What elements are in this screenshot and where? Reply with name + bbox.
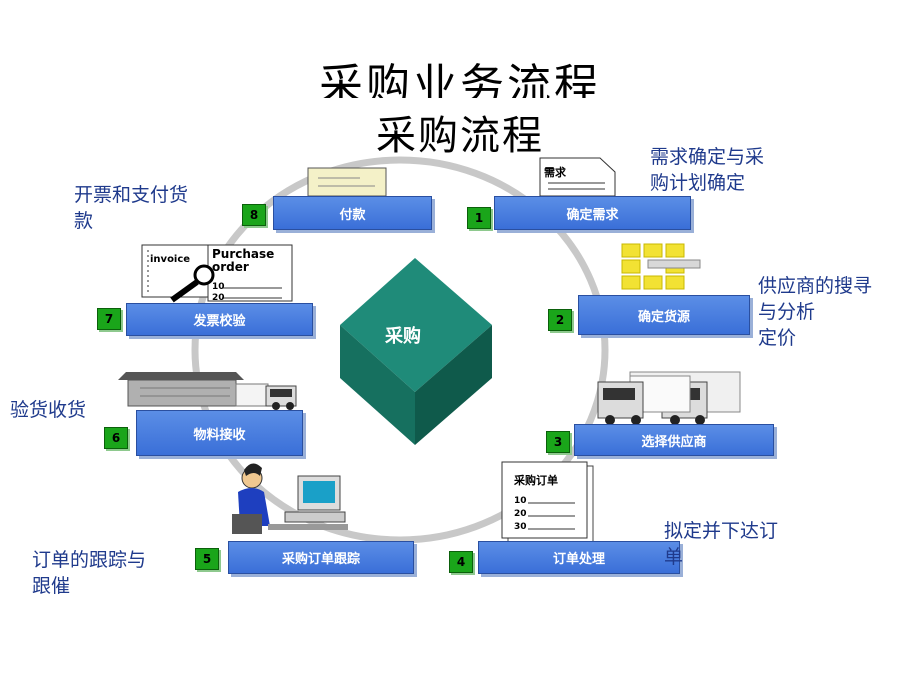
warehouse-icon <box>118 372 297 410</box>
purchase-order-doc-icon <box>501 461 594 543</box>
po-line-3: 30 <box>514 522 527 532</box>
step-8-number: 8 <box>242 204 266 226</box>
demand-document-icon <box>539 157 616 197</box>
note-step-6-line-1: 验货收货 <box>10 399 87 421</box>
invoice-magnifier-icon <box>141 244 293 303</box>
step-4-bar: 订单处理 <box>478 541 680 574</box>
step-3-bar: 选择供应商 <box>574 424 774 456</box>
note-step-1-line-1: 需求确定与采 <box>650 146 765 168</box>
page-subtitle: 采购流程 <box>376 113 544 159</box>
sourcing-grid-icon <box>621 243 701 290</box>
note-step-4-line-2: 单 <box>664 546 684 568</box>
step-4-number: 4 <box>449 551 473 573</box>
step-1-number: 1 <box>467 207 491 229</box>
purchase-order-label-1: Purchase <box>212 247 274 261</box>
center-label: 采购 <box>385 326 421 347</box>
note-step-8-line-1: 开票和支付货 <box>74 184 189 206</box>
page-title: 采购业务流程 <box>319 60 601 98</box>
step-6-number: 6 <box>104 427 128 449</box>
note-step-2: 供应商的搜寻 与分析 定价 <box>758 273 872 351</box>
note-step-4-line-1: 拟定并下达订 <box>664 520 779 542</box>
step-5-bar: 采购订单跟踪 <box>228 541 414 574</box>
order-line-1: 10 <box>212 282 225 292</box>
step-1-bar: 确定需求 <box>494 196 691 230</box>
step-2-bar: 确定货源 <box>578 295 750 335</box>
order-line-2: 20 <box>212 293 225 303</box>
step-7-number: 7 <box>97 308 121 330</box>
note-step-1: 需求确定与采 购计划确定 <box>650 144 764 196</box>
trucks-icon <box>597 371 741 425</box>
po-line-2: 20 <box>514 509 527 519</box>
note-step-5-line-1: 订单的跟踪与 <box>32 549 147 571</box>
cycle-ring <box>191 156 609 544</box>
step-8-bar: 付款 <box>273 196 432 230</box>
cheque-icon <box>307 167 387 197</box>
step-5-number: 5 <box>195 548 219 570</box>
note-step-2-line-3: 定价 <box>758 327 797 349</box>
note-step-1-line-2: 购计划确定 <box>650 172 746 194</box>
step-7-bar: 发票校验 <box>126 303 313 336</box>
po-doc-title: 采购订单 <box>513 473 558 487</box>
step-2-number: 2 <box>548 309 572 331</box>
note-step-8: 开票和支付货 款 <box>74 182 188 234</box>
purchase-cube-icon <box>340 258 492 445</box>
purchase-order-label-2: order <box>212 260 249 274</box>
demand-doc-label: 需求 <box>544 165 567 179</box>
note-step-2-line-2: 与分析 <box>758 301 816 323</box>
step-3-number: 3 <box>546 431 570 453</box>
step-6-bar: 物料接收 <box>136 410 303 456</box>
po-line-1: 10 <box>514 496 527 506</box>
person-at-computer-icon <box>232 463 348 534</box>
invoice-label: invoice <box>150 254 190 265</box>
note-step-8-line-2: 款 <box>74 210 94 232</box>
note-step-4: 拟定并下达订 单 <box>664 518 778 570</box>
note-step-6: 验货收货 <box>10 397 86 423</box>
note-step-2-line-1: 供应商的搜寻 <box>758 275 873 297</box>
note-step-5: 订单的跟踪与 跟催 <box>32 547 146 599</box>
note-step-5-line-2: 跟催 <box>32 575 71 597</box>
